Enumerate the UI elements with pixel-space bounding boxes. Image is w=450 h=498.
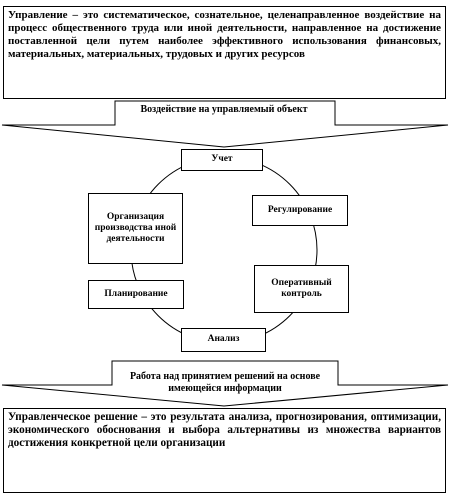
cycle-label-planirovanie: Планирование: [104, 288, 168, 299]
management-definition-text: Управление – это систематическое, сознат…: [8, 9, 441, 60]
cycle-label-uchet: Учет: [211, 154, 233, 165]
arrow-bottom-label: Работа над принятием решений на основе и…: [129, 371, 321, 394]
cycle-label-organizaciya: Организация производства иной деятельнос…: [94, 211, 177, 245]
cycle-label-analiz: Анализ: [207, 334, 240, 345]
arrow-down-bottom: [1, 360, 449, 407]
arrow-top-label: Воздействие на управляемый объект: [140, 104, 308, 115]
cycle-box-uchet: Учет: [181, 149, 263, 171]
cycle-box-operativnyi-kontrol: Оперативный контроль: [254, 265, 349, 313]
cycle-box-analiz: Анализ: [181, 328, 266, 352]
cycle-box-organizaciya: Организация производства иной деятельнос…: [88, 193, 183, 264]
cycle-box-regulirovanie: Регулирование: [252, 195, 348, 226]
cycle-box-planirovanie: Планирование: [88, 280, 184, 309]
decision-definition-box: Управленческое решение – это результата …: [3, 408, 446, 493]
cycle-label-regulirovanie: Регулирование: [267, 204, 333, 215]
cycle-label-operativnyi-kontrol: Оперативный контроль: [271, 277, 332, 299]
decision-definition-text: Управленческое решение – это результата …: [8, 411, 441, 450]
arrow-down-top: [1, 100, 449, 148]
management-definition-box: Управление – это систематическое, сознат…: [3, 6, 446, 99]
